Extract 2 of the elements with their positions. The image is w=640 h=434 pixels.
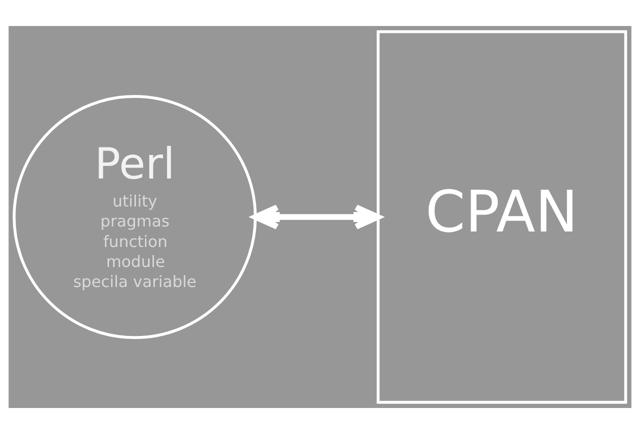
node-circle: Perl utility pragmas function module specila variable [12, 94, 257, 340]
node-box: CPAN [376, 30, 628, 404]
